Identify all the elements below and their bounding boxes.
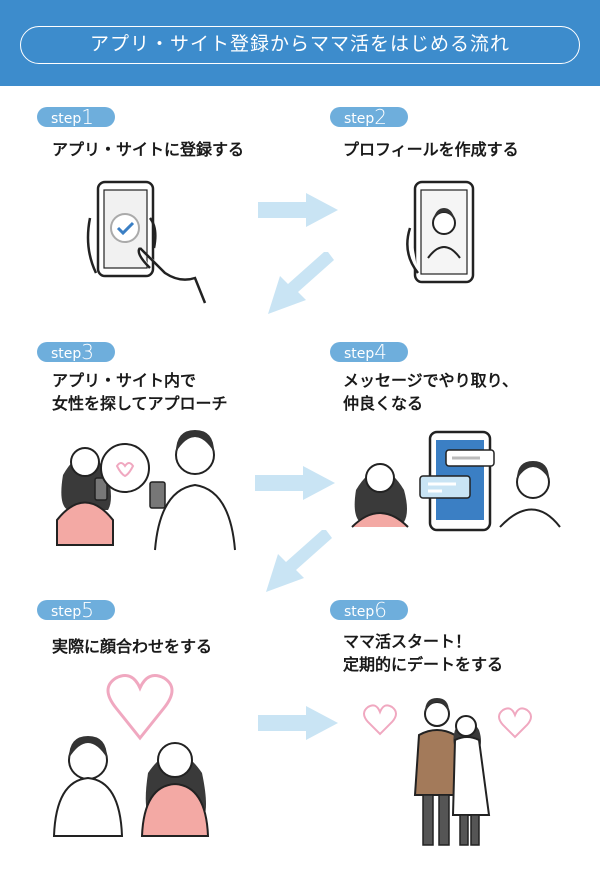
badge-label: step: [51, 604, 82, 620]
step-title-2: プロフィールを作成する: [343, 140, 519, 159]
header-banner: アプリ・サイト登録からママ活をはじめる流れ: [0, 0, 600, 86]
phone-profile-illustration: [406, 180, 475, 284]
messaging-illustration: [351, 430, 561, 532]
step-title-1: アプリ・サイトに登録する: [52, 140, 245, 159]
badge-number: 6: [374, 598, 388, 622]
badge-number: 1: [81, 105, 95, 129]
arrow-right-icon: [258, 193, 338, 227]
step-title-4: メッセージでやり取り、 仲良くなる: [343, 371, 519, 413]
badge-label: step: [344, 604, 375, 620]
meeting-illustration: [52, 674, 210, 837]
badge-number: 2: [374, 105, 388, 129]
badge-label: step: [51, 346, 82, 362]
approach-illustration: [56, 430, 236, 551]
badge-label: step: [344, 346, 375, 362]
arrow-diagonal-icon: [266, 530, 332, 592]
step-title-5: 実際に顔合わせをする: [52, 637, 213, 656]
badge-label: step: [51, 111, 82, 127]
step-badge-6: step6: [330, 600, 408, 620]
page-title: アプリ・サイト登録からママ活をはじめる流れ: [20, 26, 580, 64]
step-badge-3: step3: [37, 342, 115, 362]
step-badge-1: step1: [37, 107, 115, 127]
step-title-3: アプリ・サイト内で 女性を探してアプローチ: [52, 371, 228, 413]
badge-number: 3: [81, 340, 95, 364]
step-badge-2: step2: [330, 107, 408, 127]
step-badge-5: step5: [37, 600, 115, 620]
badge-number: 5: [81, 598, 95, 622]
badge-number: 4: [374, 340, 388, 364]
badge-label: step: [344, 111, 375, 127]
step-badge-4: step4: [330, 342, 408, 362]
phone-check-illustration: [86, 180, 207, 304]
step-title-6: ママ活スタート！ 定期的にデートをする: [343, 632, 504, 674]
arrow-diagonal-icon: [268, 252, 334, 314]
dating-illustration: [363, 698, 532, 846]
arrow-right-icon: [258, 706, 338, 740]
arrow-right-icon: [255, 466, 335, 500]
